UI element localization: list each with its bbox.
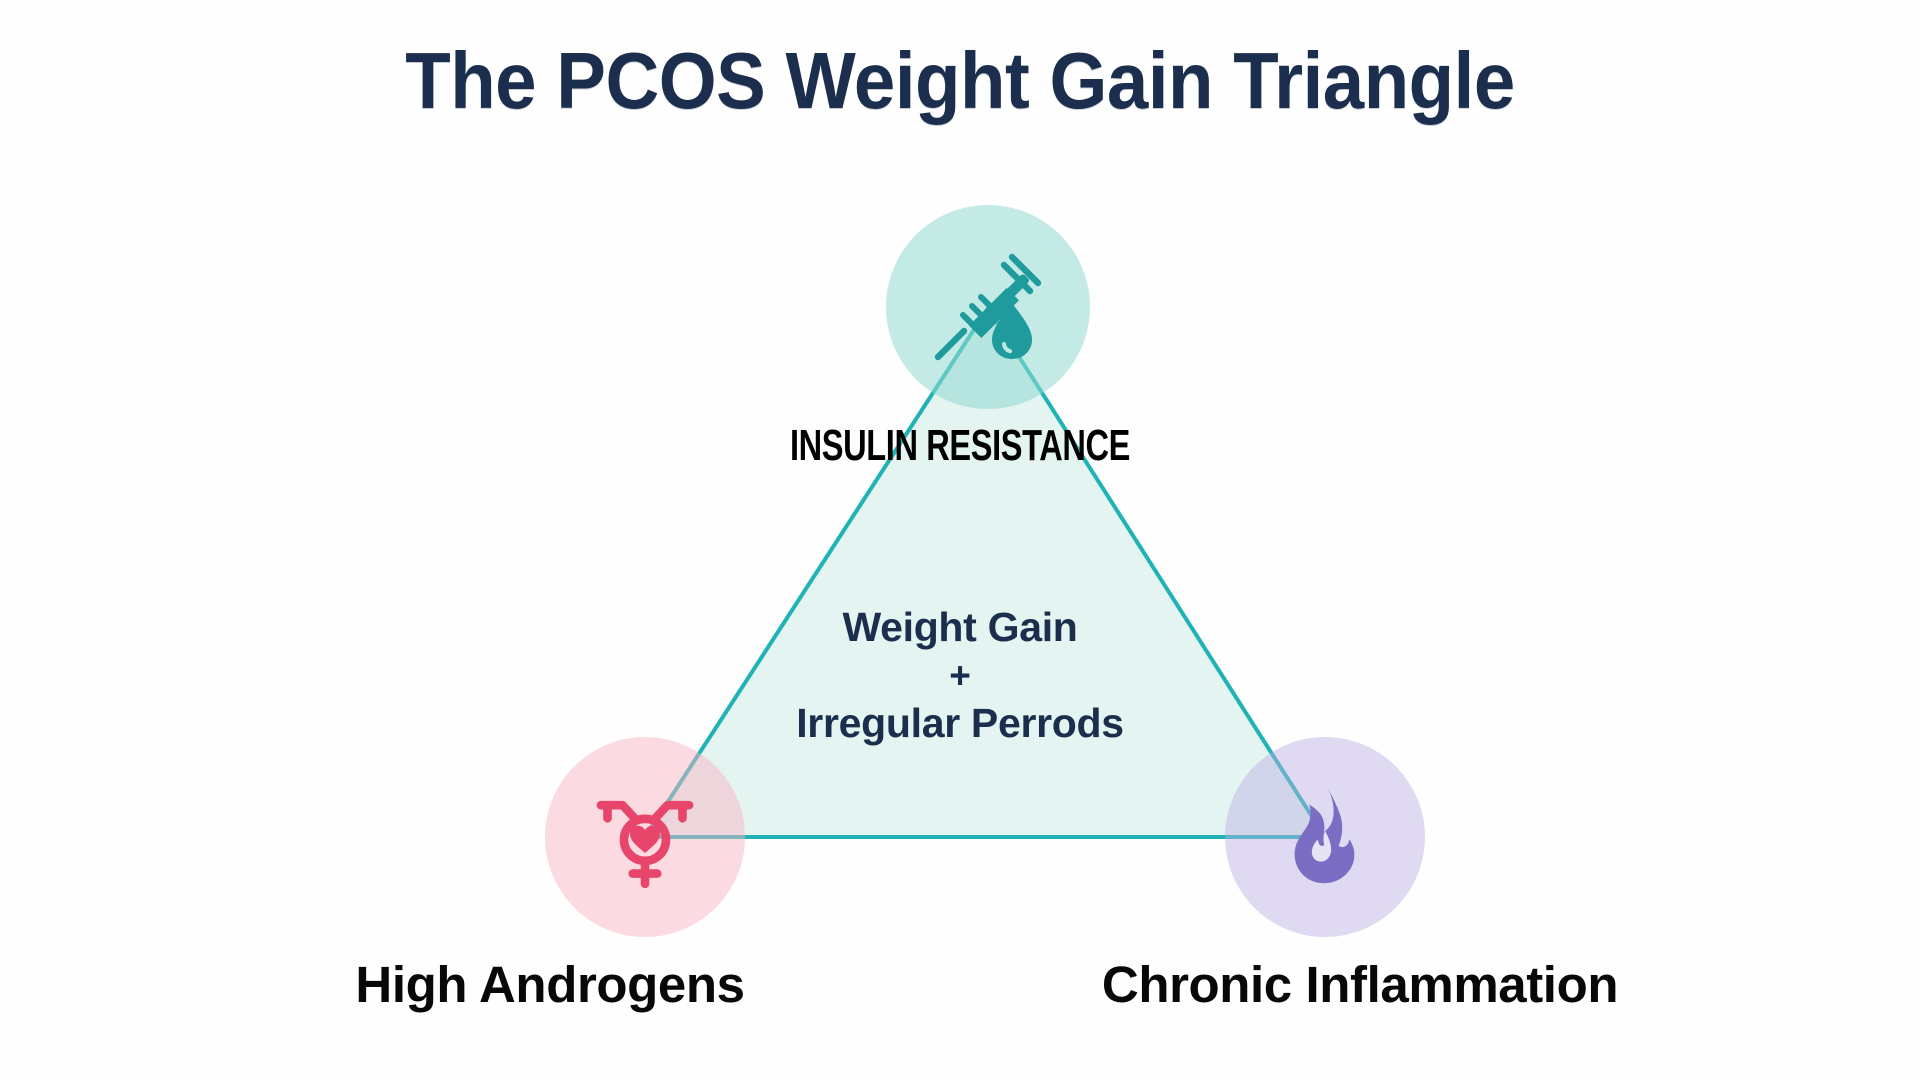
page-title: The PCOS Weight Gain Triangle: [405, 36, 1515, 125]
label-chronic-inflammation: Chronic Inflammation: [1101, 956, 1619, 1013]
node-insulin-resistance[interactable]: [886, 205, 1090, 409]
center-text-plus: +: [949, 654, 971, 696]
triangle-polygon: [643, 306, 1327, 839]
triangle-center-text: Weight Gain + Irregular Perrods: [0, 604, 1920, 747]
node-high-androgens[interactable]: [545, 737, 745, 937]
center-text-line-2: Irregular Perrods: [796, 700, 1124, 747]
label-high-androgens: High Androgens: [355, 956, 745, 1013]
flame-icon: [1294, 788, 1355, 884]
node-chronic-inflammation[interactable]: [1225, 737, 1425, 937]
label-insulin-resistance: INSULIN RESISTANCE: [789, 421, 1131, 470]
center-text-line-1: Weight Gain: [842, 604, 1078, 650]
syringe-blood-drop-icon: [934, 253, 1042, 361]
transgender-heart-symbol-icon: [596, 800, 694, 889]
